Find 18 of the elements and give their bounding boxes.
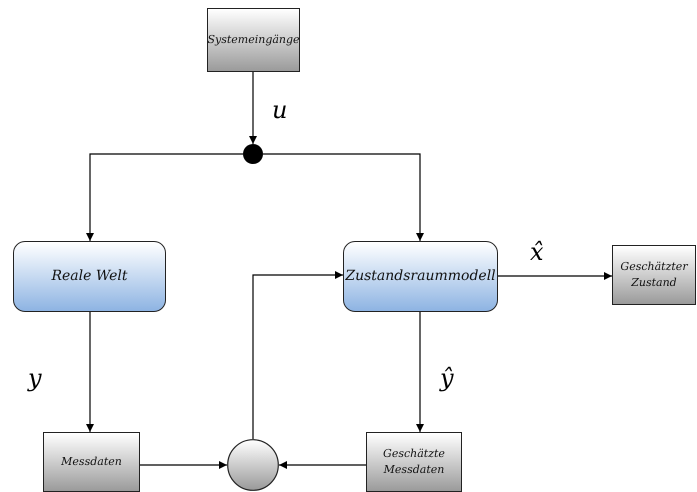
arrow <box>416 312 424 432</box>
data-box: Geschätzte Messdaten <box>366 432 462 492</box>
process-box: Reale Welt <box>13 241 166 312</box>
edge-label: u <box>272 98 288 122</box>
arrow <box>86 312 94 432</box>
edge-label: y <box>28 366 42 390</box>
edge-label: ŷ <box>440 366 454 390</box>
arrow <box>498 272 612 280</box>
process-box: Zustandsraummodell <box>343 241 498 312</box>
arrow <box>279 461 366 469</box>
arrow <box>249 72 257 144</box>
arrow <box>263 153 424 241</box>
data-box: Geschätzter Zustand <box>612 245 696 305</box>
arrow <box>252 271 343 439</box>
edge-label: x̂ <box>530 240 544 264</box>
data-box: Messdaten <box>43 432 140 492</box>
arrow <box>140 461 227 469</box>
arrow <box>86 153 243 241</box>
